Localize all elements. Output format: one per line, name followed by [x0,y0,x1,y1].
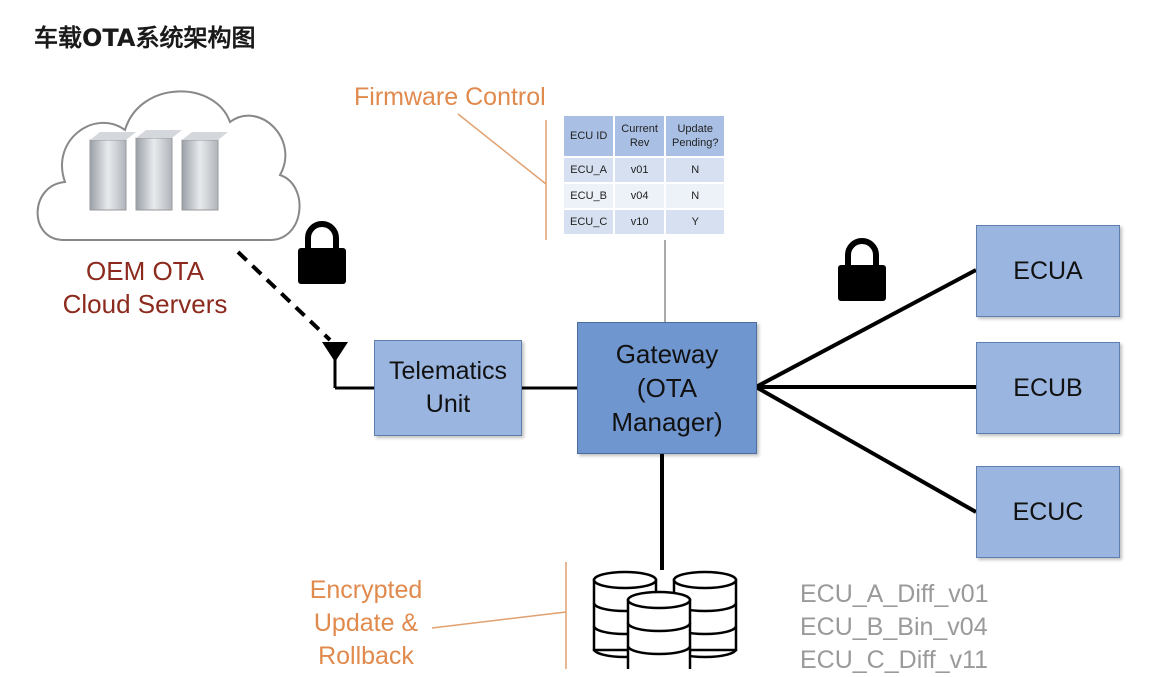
table-row: ECU_C v10 Y [564,210,725,234]
ecu-b-label: ECUB [1013,373,1083,402]
update-file: ECU_C_Diff_v11 [800,646,989,674]
table-cell: N [665,184,725,208]
table-cell: ECU_B [564,184,614,208]
update-file: ECU_B_Bin_v04 [800,613,988,641]
encrypted-label-leader [431,562,567,669]
telematics-unit-label: Telematics Unit [388,357,508,418]
table-header: ECU ID [564,116,614,156]
ecu-c-label: ECUC [1012,497,1084,526]
cloud-servers-label: OEM OTA Cloud Servers [62,256,228,319]
update-file-list: ECU_A_Diff_v01 ECU_B_Bin_v04 ECU_C_Diff_… [800,578,989,677]
ecu-c-box: ECUC [976,466,1120,558]
table-row: ECU_A v01 N [564,158,725,182]
database-icon [592,570,738,669]
ecu-links [755,268,977,514]
update-file: ECU_A_Diff_v01 [800,580,989,608]
encrypted-update-label: Encrypted Update & Rollback [309,576,423,670]
telematics-unit-box: Telematics Unit [374,340,522,436]
page-title: 车载OTA系统架构图 [34,24,256,52]
antenna-icon [322,342,376,390]
firmware-control-table: ECU ID Current Rev Update Pending? ECU_A… [562,114,726,236]
table-cell: N [665,158,725,182]
lock-icon [298,221,346,284]
table-cell: ECU_C [564,210,614,234]
table-cell: v10 [615,210,664,234]
firmware-label-leader [457,113,547,240]
gateway-label: Gateway (OTA Manager) [611,339,723,437]
table-header: Update Pending? [665,116,725,156]
table-row: ECU_B v04 N [564,184,725,208]
wireless-link [236,250,332,342]
table-cell: v01 [615,158,664,182]
ecu-a-box: ECUA [976,225,1120,317]
table-header: Current Rev [615,116,664,156]
gateway-box: Gateway (OTA Manager) [577,322,757,454]
ecu-a-label: ECUA [1013,256,1083,285]
lock-icon-ecu [838,238,886,301]
ecu-b-box: ECUB [976,342,1120,434]
table-cell: Y [665,210,725,234]
server-cloud-icon [89,130,228,211]
firmware-control-label: Firmware Control [354,83,546,111]
table-cell: ECU_A [564,158,614,182]
table-cell: v04 [615,184,664,208]
